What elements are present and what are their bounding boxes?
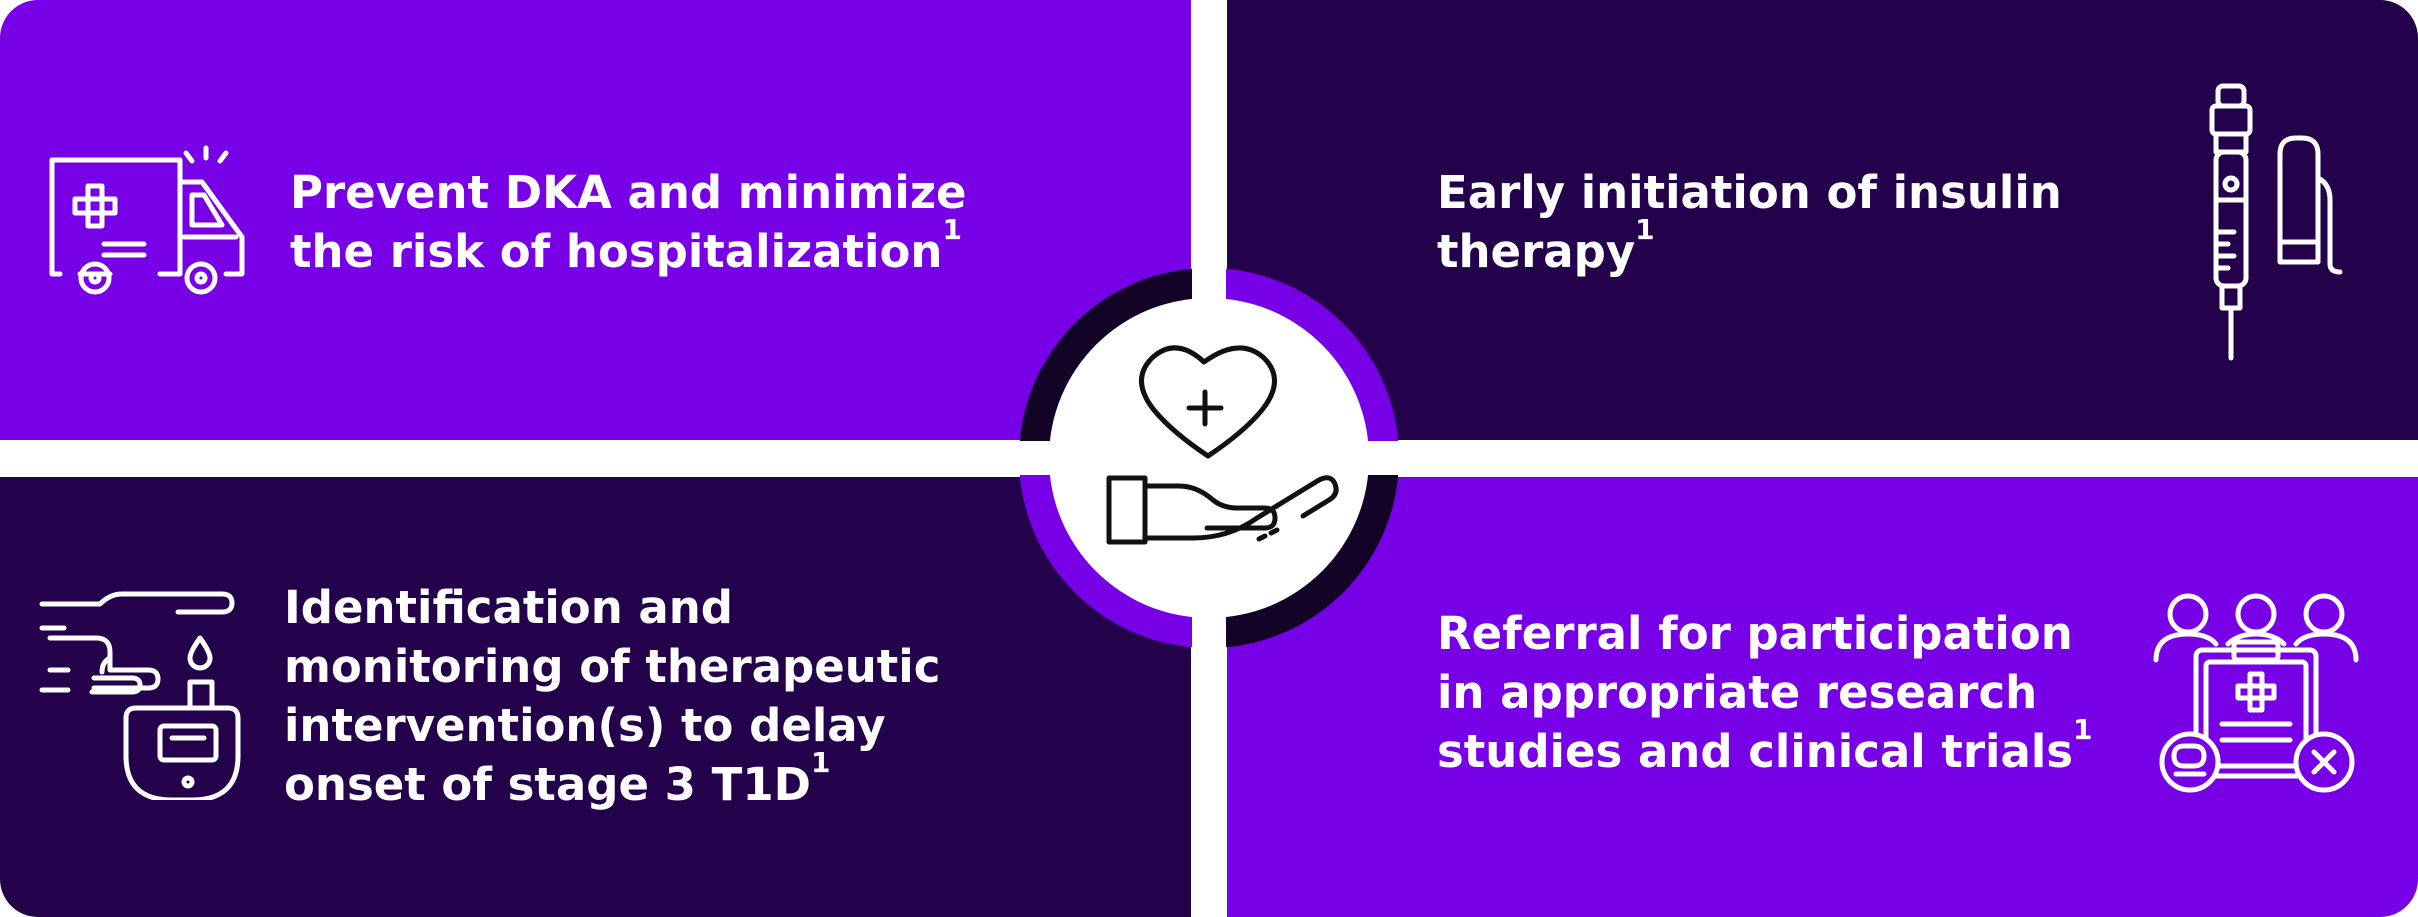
clinical-trial-icon xyxy=(2153,593,2359,793)
identification-line-4: onset of stage 3 T1D xyxy=(284,758,811,811)
referral-trials-text: Referral for participation in appropriat… xyxy=(1437,604,2093,781)
center-emblem xyxy=(1009,258,1409,658)
ambulance-icon xyxy=(49,145,245,295)
panel-referral-trials xyxy=(1227,477,2418,917)
prevent-dka-text: Prevent DKA and minimize the risk of hos… xyxy=(290,163,967,281)
footnote-ref: 1 xyxy=(942,213,962,246)
footnote-ref: 1 xyxy=(811,746,831,779)
identification-line-2: monitoring of therapeutic xyxy=(284,640,941,693)
prevent-dka-line-1: Prevent DKA and minimize xyxy=(290,166,967,219)
panel-prevent-dka xyxy=(0,0,1191,440)
footnote-ref: 1 xyxy=(2073,713,2093,746)
glucose-meter-icon xyxy=(39,591,241,800)
insulin-therapy-line-2: therapy xyxy=(1437,225,1636,278)
prevent-dka-line-2: the risk of hospitalization xyxy=(290,225,943,278)
referral-line-3: studies and clinical trials xyxy=(1437,725,2074,778)
panel-identification-monitoring xyxy=(0,477,1191,917)
insulin-therapy-line-1: Early initiation of insulin xyxy=(1437,166,2062,219)
panel-insulin-therapy xyxy=(1227,0,2418,440)
identification-line-1: Identification and xyxy=(284,581,734,634)
referral-line-2: in appropriate research xyxy=(1437,666,2038,719)
referral-line-1: Referral for participation xyxy=(1437,607,2073,660)
insulin-therapy-text: Early initiation of insulin therapy1 xyxy=(1437,163,2062,281)
identification-line-3: intervention(s) to delay xyxy=(284,699,886,752)
footnote-ref: 1 xyxy=(1635,213,1655,246)
insulin-pen-icon xyxy=(2209,83,2343,361)
identification-monitoring-text: Identification and monitoring of therape… xyxy=(284,578,940,814)
heart-in-hand-icon xyxy=(1106,345,1339,545)
